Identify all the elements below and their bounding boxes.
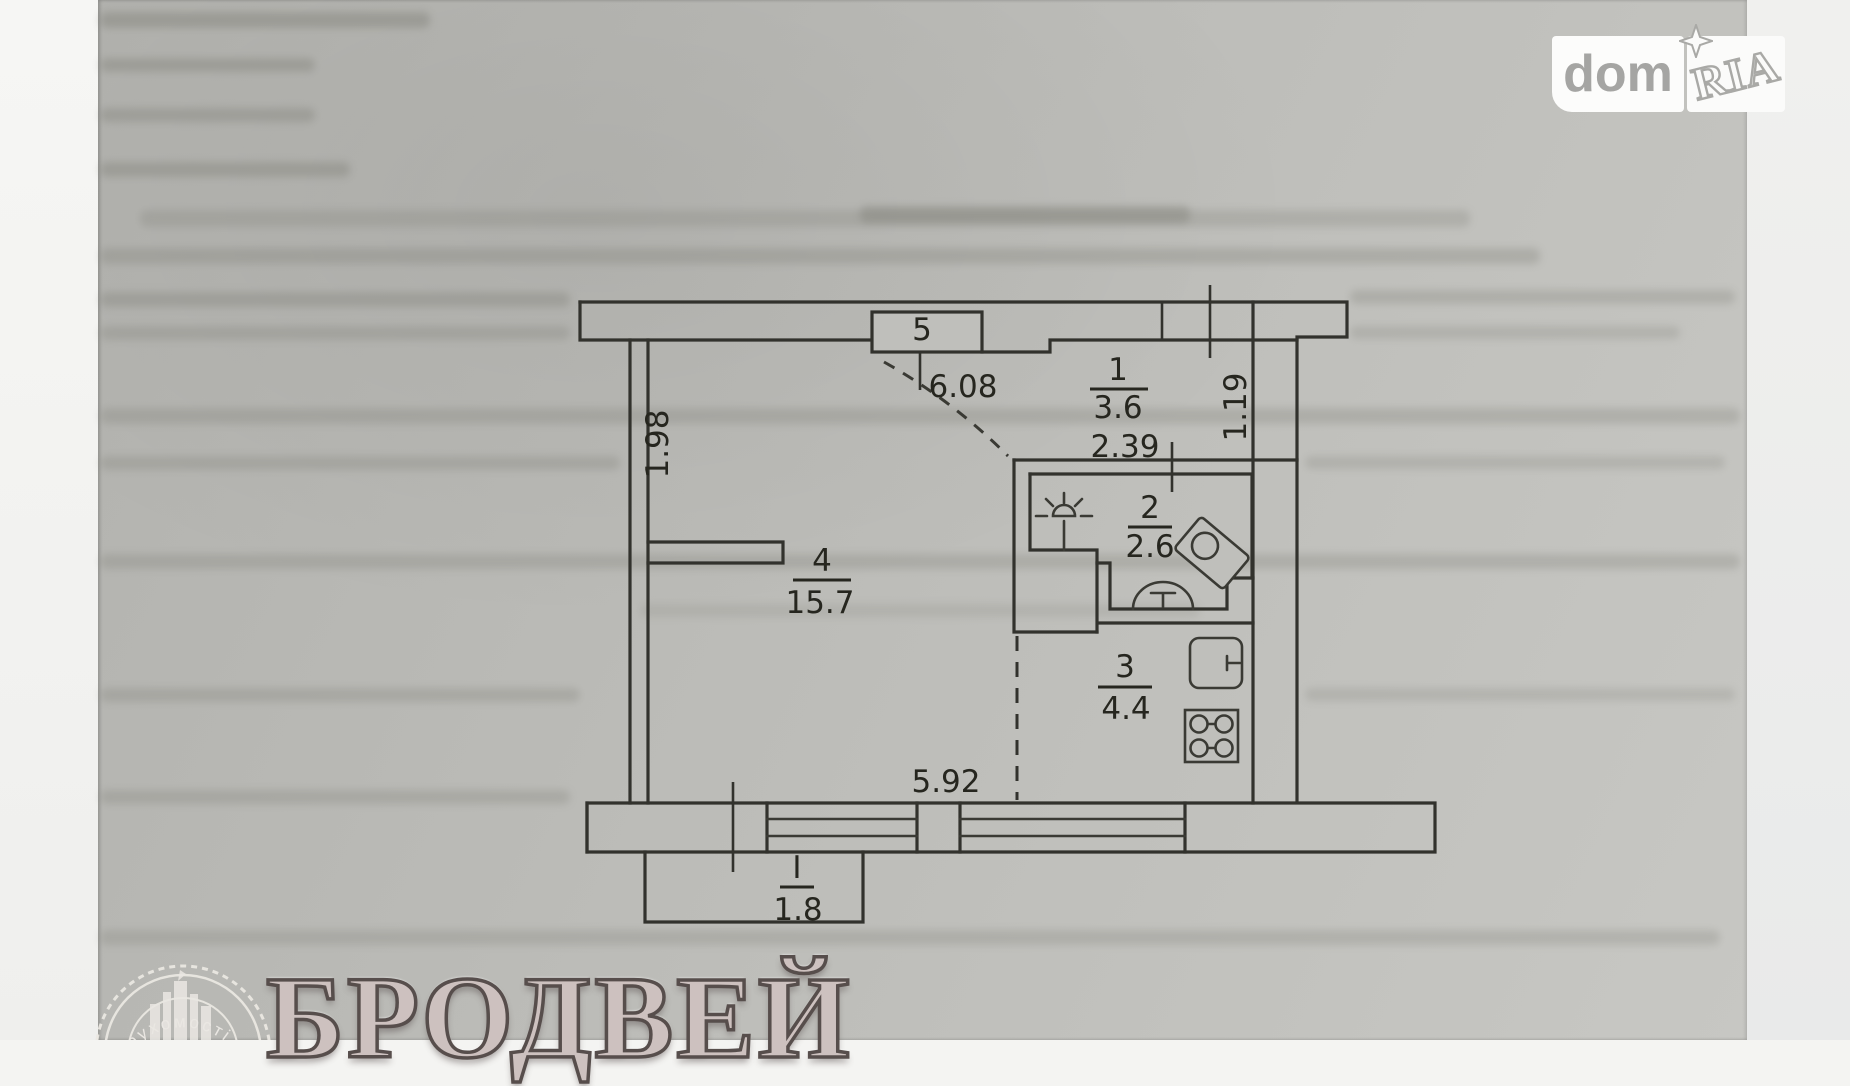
text-smudge	[100, 554, 1740, 569]
floor-plan: 5 6.08 1 3.6 2 2.6 3 4.4 4 15.7 I 1.8 1.…	[578, 285, 1437, 928]
dimension-label: 2.39	[1090, 429, 1159, 465]
door-swing-arc	[883, 360, 1010, 458]
window-icon	[765, 801, 1187, 854]
buildings-icon	[150, 970, 211, 1040]
text-smudge	[1350, 326, 1680, 339]
text-smudge	[100, 58, 315, 72]
dimension-labels: 1.98 2.39 1.19 5.92	[640, 372, 1254, 800]
text-smudge	[100, 108, 315, 122]
dimension-label: 1.98	[640, 409, 676, 478]
outer-walls	[578, 300, 1437, 854]
room-number: 1	[1108, 352, 1128, 388]
text-smudge	[860, 206, 1190, 223]
page-margin-right	[1747, 0, 1850, 1040]
text-smudge	[100, 248, 1540, 264]
dom-logo: dom	[1552, 36, 1684, 112]
text-smudge	[100, 326, 570, 340]
text-smudge	[1305, 688, 1735, 701]
room-area: 15.7	[785, 585, 854, 621]
domria-watermark: dom RIA	[1552, 24, 1786, 112]
page-margin-left	[0, 0, 98, 1040]
text-smudge	[100, 688, 580, 702]
room-area: 3.6	[1093, 390, 1142, 426]
text-smudge	[640, 604, 1200, 617]
room-number: 5	[912, 312, 932, 348]
star-icon	[1679, 24, 1713, 58]
text-smudge	[100, 292, 570, 307]
text-smudge	[100, 790, 570, 804]
room-area: 1.8	[773, 892, 822, 928]
wall-joints	[731, 285, 1212, 872]
room-number: 4	[812, 543, 832, 579]
ceiling-light-icon	[1034, 491, 1094, 552]
text-smudge	[100, 12, 430, 28]
room-number: 2	[1140, 490, 1160, 526]
scanned-document-photo	[98, 0, 1747, 1040]
text-smudge	[100, 162, 350, 177]
room-area: 6.08	[928, 369, 997, 405]
stove-icon	[1183, 708, 1240, 764]
text-smudge	[1305, 456, 1725, 469]
dom-logo-text: dom	[1563, 45, 1673, 103]
toilet-icon	[1131, 580, 1195, 611]
room-labels: 5 6.08 1 3.6 2 2.6 3 4.4 4 15.7 I 1.8	[773, 312, 1174, 928]
sink-icon	[1174, 516, 1250, 590]
room-number: I	[792, 850, 801, 886]
dimension-label: 5.92	[911, 764, 980, 800]
room-number: 3	[1115, 649, 1135, 685]
ria-logo: RIA	[1679, 24, 1786, 112]
agency-name: БРОДВЕЙ	[264, 950, 853, 1085]
balcony-outline	[643, 850, 865, 924]
text-smudge	[1350, 290, 1735, 304]
text-smudge	[100, 408, 1740, 424]
interior-walls	[628, 300, 1299, 805]
text-smudge	[100, 930, 1720, 945]
dimension-label: 1.19	[1218, 372, 1254, 441]
room-area: 2.6	[1125, 529, 1174, 565]
fridge-icon	[1188, 636, 1244, 690]
text-smudge	[140, 210, 1470, 227]
room-area: 4.4	[1101, 691, 1150, 727]
agency-emblem: нерухомості	[95, 964, 271, 1040]
text-smudge	[100, 456, 620, 470]
entrance-door-box	[870, 310, 984, 354]
